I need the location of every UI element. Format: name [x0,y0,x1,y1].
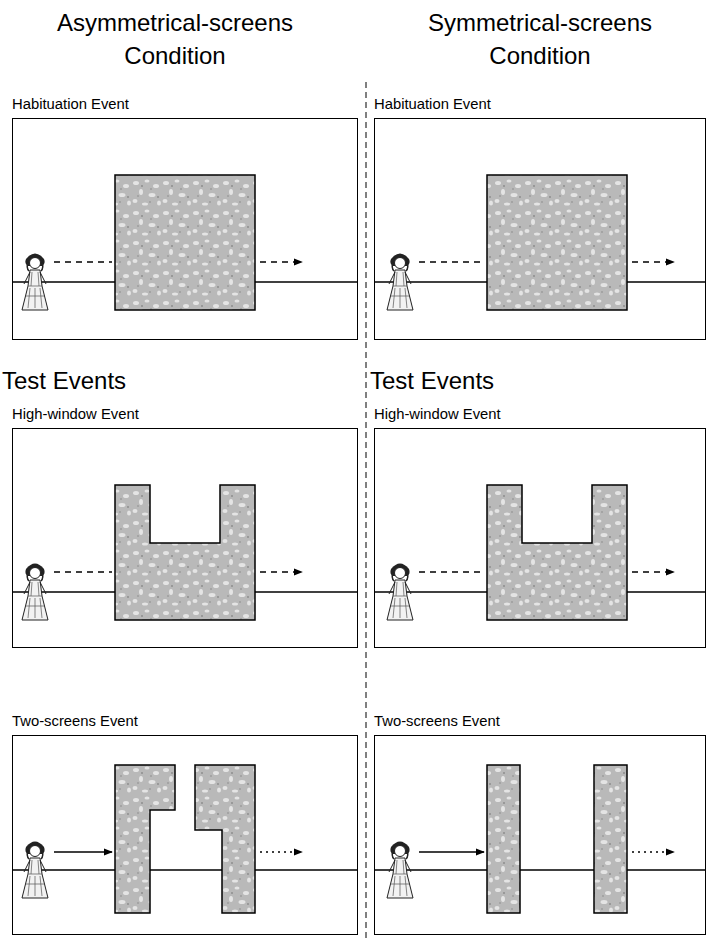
doll-figure [387,254,413,311]
section-heading: Test Events [2,364,202,397]
column-heading: Symmetrical-screens Condition [390,6,690,72]
panel-frame [12,735,358,935]
two-screens-scene [12,765,358,913]
screen [487,175,627,310]
motion-arrow [54,851,112,853]
panel-frame [374,428,706,648]
habituation-scene [12,175,358,310]
motion-arrow [260,571,302,573]
panel-title: Two-screens Event [12,711,358,731]
left-screen [115,765,175,913]
event-panel: Two-screens Event [374,711,706,935]
motion-arrow [419,851,484,853]
column-divider [366,82,367,941]
section-heading: Test Events [370,364,570,397]
panel-title: High-window Event [12,404,358,424]
motion-path [54,261,112,263]
motion-path [419,571,484,573]
motion-arrow [260,851,302,853]
panel-frame [374,118,706,340]
floor-line [12,869,358,871]
panel-frame [374,735,706,935]
motion-arrow [632,851,674,853]
event-panel: High-window Event [12,404,358,648]
high-window-scene [12,485,358,620]
two-screens-scene [374,765,706,913]
panel-title: Habituation Event [12,94,358,114]
doll-figure [387,564,413,621]
window-screen [487,485,627,620]
panel-frame [12,428,358,648]
motion-arrow [632,571,674,573]
motion-path [419,261,484,263]
event-panel: Habituation Event [12,94,358,340]
motion-arrow [260,261,302,263]
high-window-scene [374,485,706,620]
motion-arrow [632,261,674,263]
right-screen [594,765,627,913]
event-panel: High-window Event [374,404,706,648]
floor-line [374,869,706,871]
panel-title: Two-screens Event [374,711,706,731]
event-panel: Two-screens Event [12,711,358,935]
left-screen [487,765,520,913]
doll-figure [22,564,48,621]
right-screen [195,765,255,913]
panel-title: Habituation Event [374,94,706,114]
event-panel: Habituation Event [374,94,706,340]
screen [115,175,255,310]
habituation-scene [374,175,706,310]
doll-figure [387,842,413,899]
column-heading: Asymmetrical-screens Condition [25,6,325,72]
panel-title: High-window Event [374,404,706,424]
window-screen [115,485,255,620]
panel-frame [12,118,358,340]
doll-figure [22,842,48,899]
doll-figure [22,254,48,311]
motion-path [54,571,112,573]
